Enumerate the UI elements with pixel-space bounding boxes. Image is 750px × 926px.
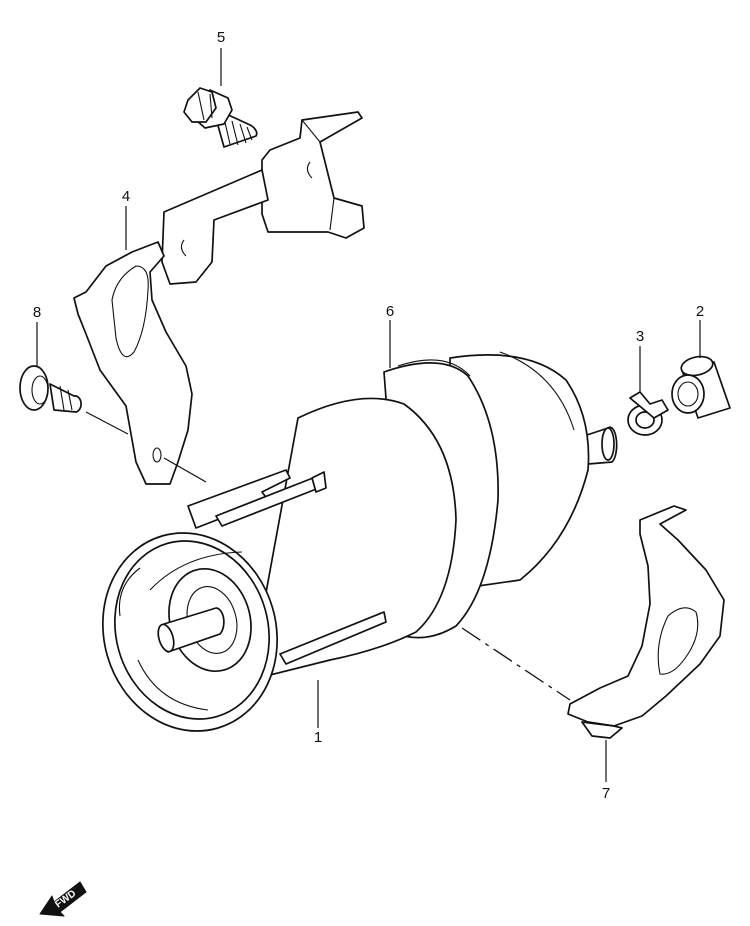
part-4-bracket <box>73 111 365 485</box>
callout-6: 6 <box>386 303 394 320</box>
callout-8: 8 <box>33 304 41 321</box>
part-8-screw <box>19 365 82 413</box>
leader-8-axis-a <box>85 411 129 435</box>
part-7-bracket <box>567 505 725 739</box>
mount-axis-line <box>461 627 571 701</box>
callout-1: 1 <box>314 729 322 746</box>
callout-3: 3 <box>636 328 644 345</box>
fwd-arrow-icon <box>39 881 87 917</box>
part-3-clip <box>627 391 669 436</box>
part-1-pump-body <box>102 532 278 732</box>
fwd-badge: FWD <box>39 881 87 917</box>
part-6-filter-body <box>187 351 618 681</box>
part-5-bolt <box>183 87 258 148</box>
part-2-sleeve <box>671 355 731 419</box>
callout-7: 7 <box>602 785 610 802</box>
callout-2: 2 <box>696 303 704 320</box>
callout-5: 5 <box>217 29 225 46</box>
callout-4: 4 <box>122 188 130 205</box>
leader-8-axis-b <box>163 457 207 483</box>
